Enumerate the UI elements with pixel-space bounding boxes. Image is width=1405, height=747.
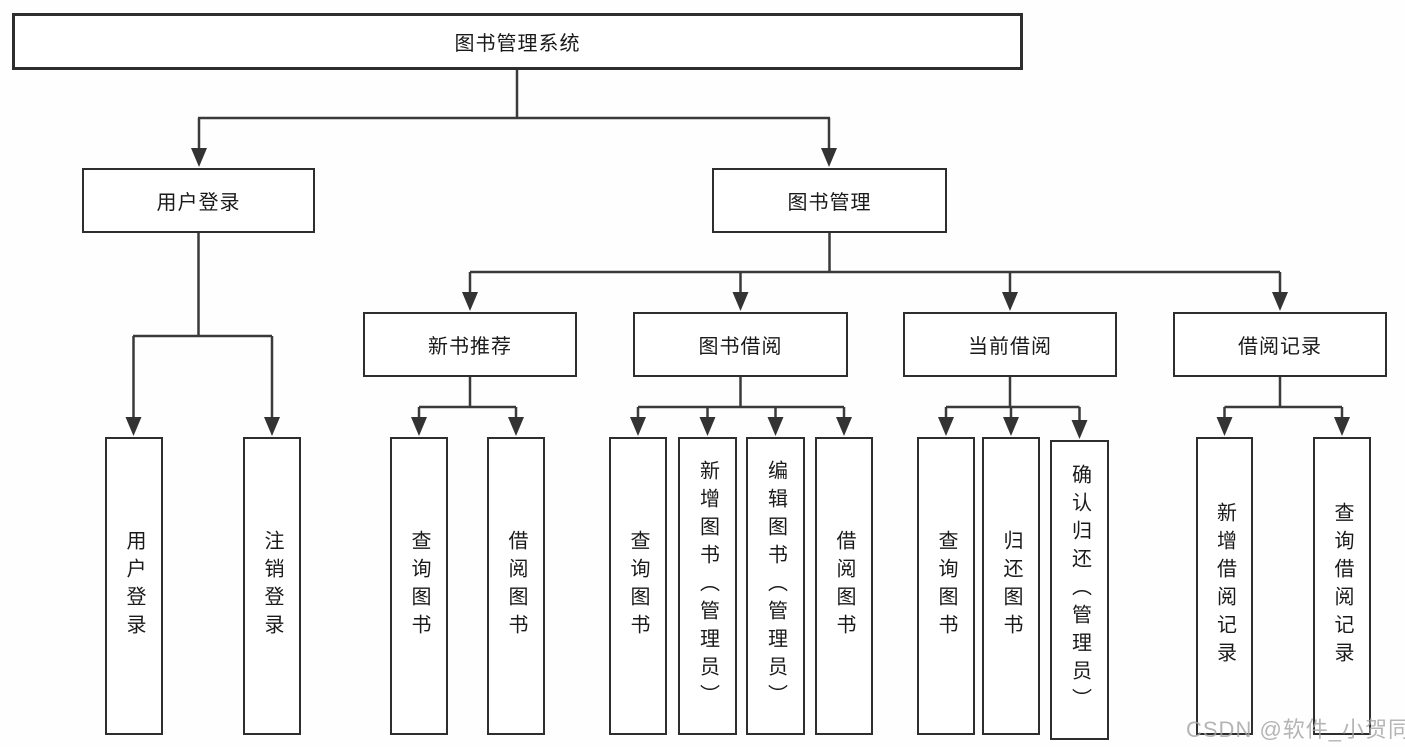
leaf-borrow-query-books: 查询图书	[609, 437, 667, 735]
leaf-borrow-edit-books-admin: 编辑图书（管理员）	[746, 437, 805, 735]
node-label: 借阅图书	[505, 530, 527, 642]
node-label: 新书推荐	[428, 336, 512, 358]
node-label: 当前借阅	[968, 336, 1052, 358]
node-label: 确认归还（管理员）	[1068, 464, 1091, 716]
node-label: 查询借阅记录	[1331, 502, 1353, 670]
node-current-borrow: 当前借阅	[903, 312, 1117, 377]
node-label: 借阅图书	[833, 530, 855, 642]
node-label: 查询图书	[935, 530, 957, 642]
leaf-records-add-record: 新增借阅记录	[1196, 437, 1253, 735]
leaf-recommend-borrow-books: 借阅图书	[487, 437, 545, 735]
node-label: 查询图书	[408, 530, 430, 642]
node-label: 新增图书（管理员）	[696, 460, 719, 712]
leaf-current-query-books: 查询图书	[917, 437, 975, 735]
node-user-login: 用户登录	[82, 168, 315, 233]
node-label: 图书管理	[787, 192, 872, 214]
leaf-user-login: 用户登录	[105, 437, 163, 735]
node-new-book-recommend: 新书推荐	[363, 312, 577, 377]
node-label: 用户登录	[123, 530, 145, 642]
node-label: 图书借阅	[698, 336, 783, 358]
node-label: 归还图书	[1000, 530, 1022, 642]
leaf-records-query-record: 查询借阅记录	[1313, 437, 1371, 735]
leaf-borrow-borrow-books: 借阅图书	[815, 437, 873, 735]
leaf-current-confirm-return-admin: 确认归还（管理员）	[1050, 440, 1109, 740]
node-borrow-records: 借阅记录	[1173, 312, 1387, 377]
node-label: 新增借阅记录	[1213, 502, 1236, 670]
node-library-management-system: 图书管理系统	[12, 13, 1023, 70]
csdn-watermark: CSDN @软件_小贺同学	[1186, 717, 1405, 742]
node-label: 注销登录	[261, 530, 283, 642]
node-label: 查询图书	[627, 530, 649, 642]
leaf-recommend-query-books: 查询图书	[390, 437, 448, 735]
node-book-borrow: 图书借阅	[633, 312, 848, 377]
node-book-management: 图书管理	[712, 168, 947, 233]
node-label: 编辑图书（管理员）	[764, 460, 787, 712]
leaf-borrow-add-books-admin: 新增图书（管理员）	[678, 437, 737, 735]
node-label: 借阅记录	[1238, 336, 1322, 358]
node-label: 用户登录	[156, 192, 241, 214]
node-label: 图书管理系统	[454, 33, 581, 55]
leaf-current-return-books: 归还图书	[982, 437, 1040, 735]
leaf-logout: 注销登录	[243, 437, 301, 735]
